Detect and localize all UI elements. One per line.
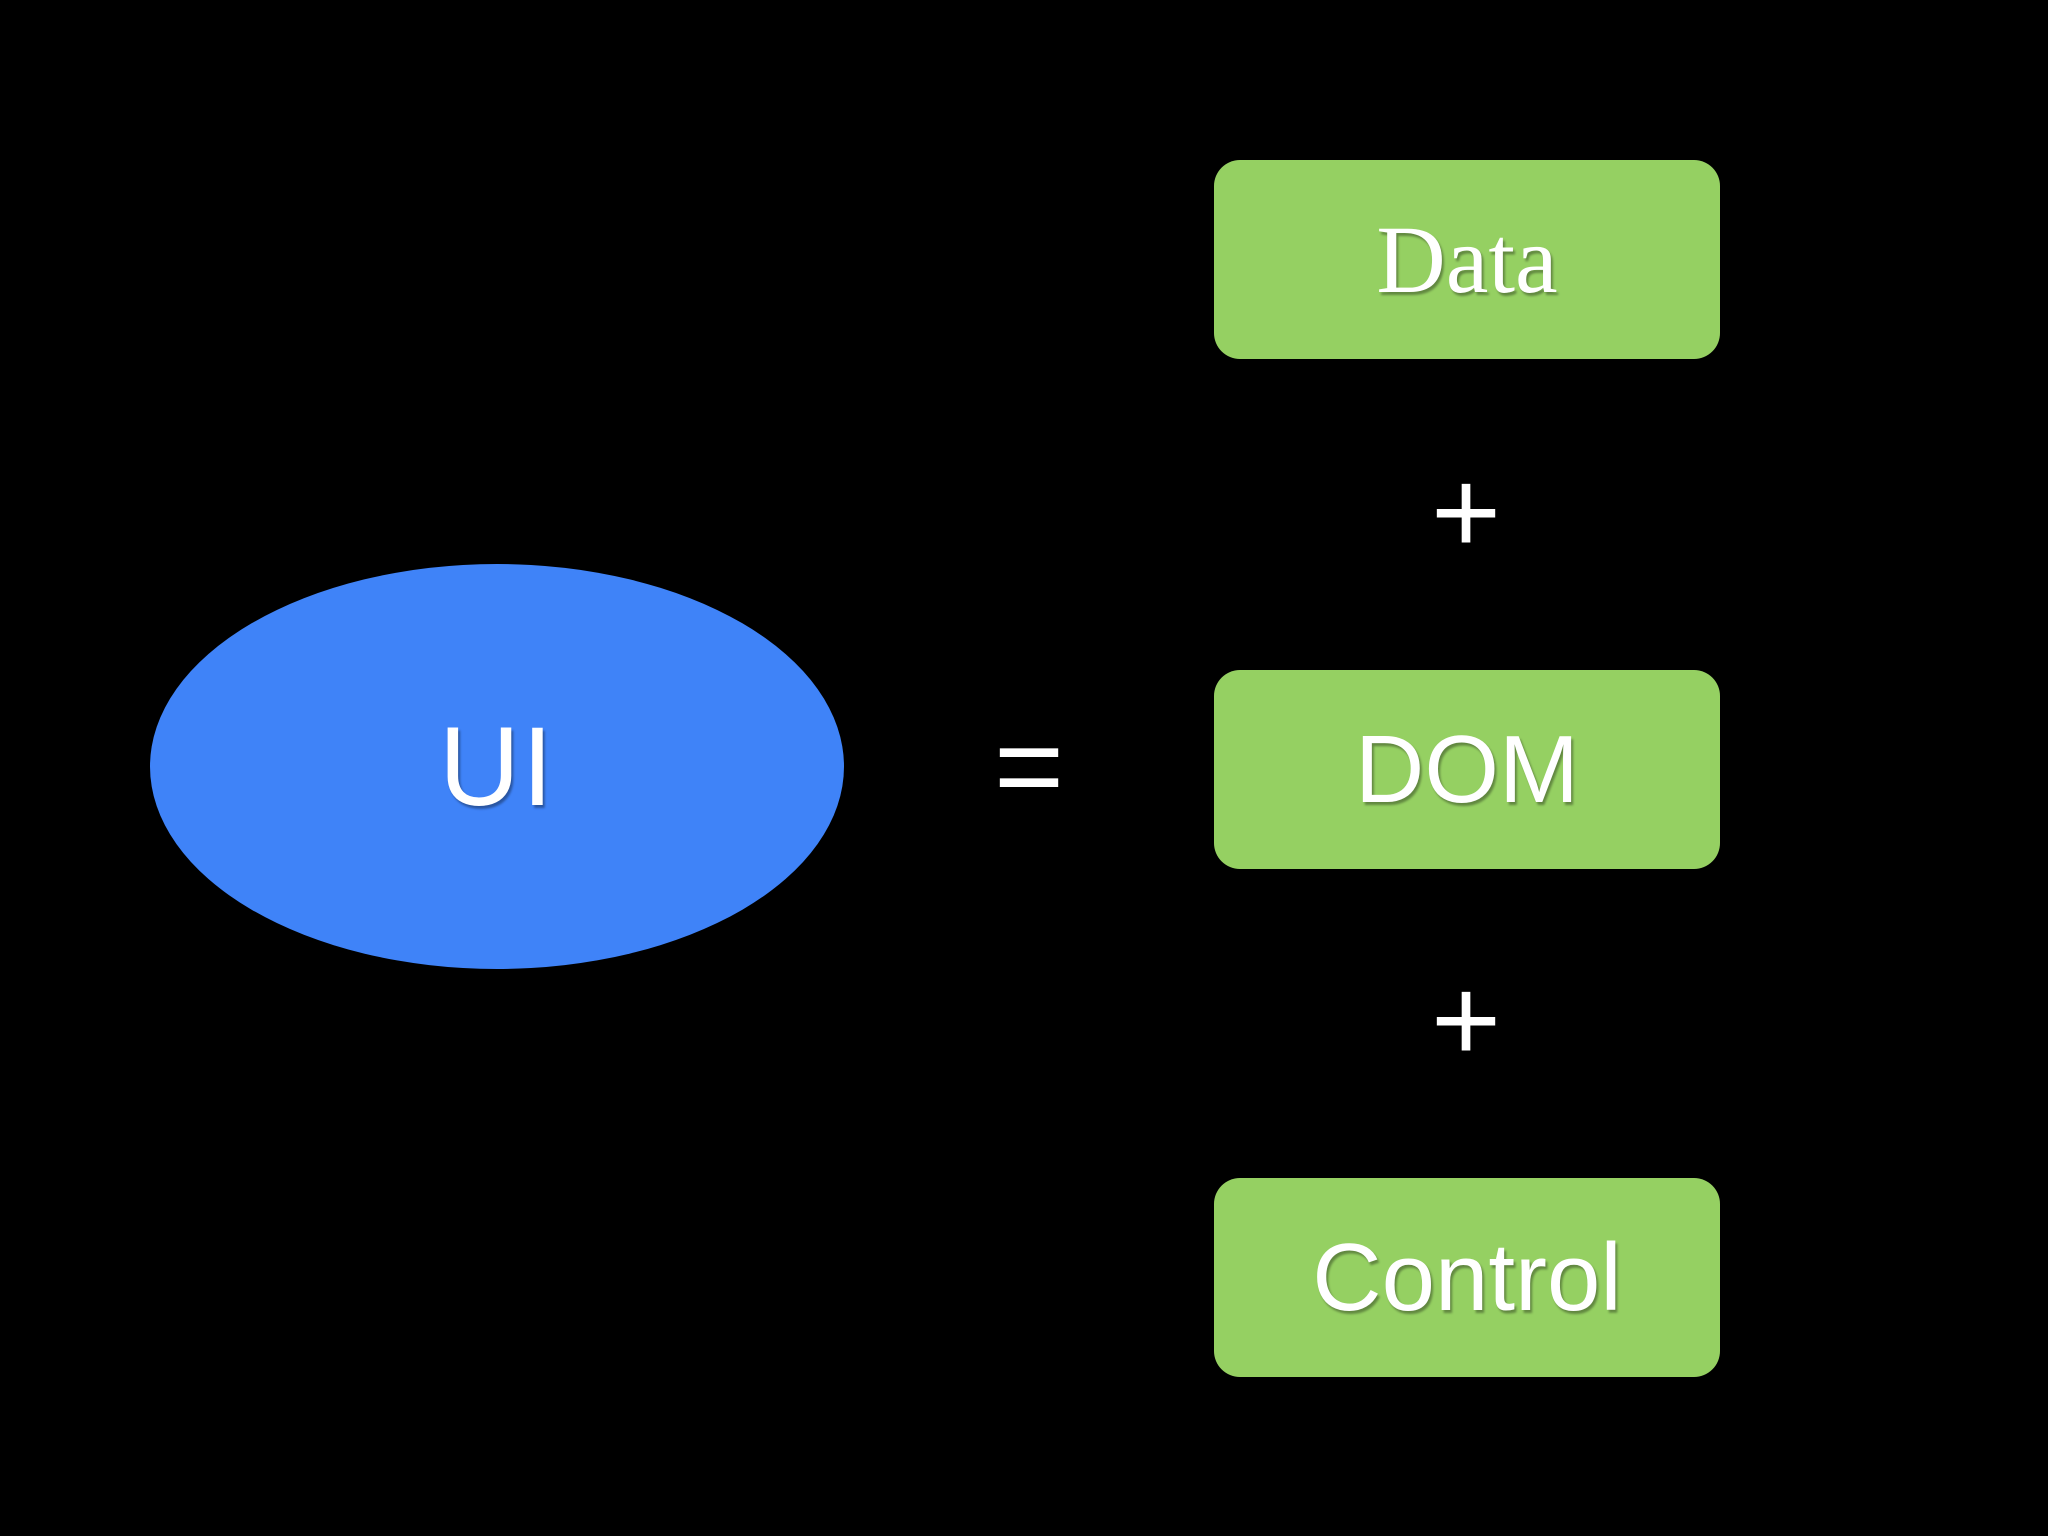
control-label: Control [1312,1223,1622,1331]
plus-sign-lower: + [1430,953,1502,1087]
dom-label: DOM [1355,715,1579,823]
dom-box: DOM [1214,670,1720,869]
data-label: Data [1376,205,1558,313]
control-box: Control [1214,1178,1720,1377]
ui-label: UI [439,703,555,829]
plus-sign-upper: + [1430,445,1502,579]
ui-ellipse: UI [150,564,844,969]
equals-sign: = [993,699,1065,833]
data-box: Data [1214,160,1720,359]
